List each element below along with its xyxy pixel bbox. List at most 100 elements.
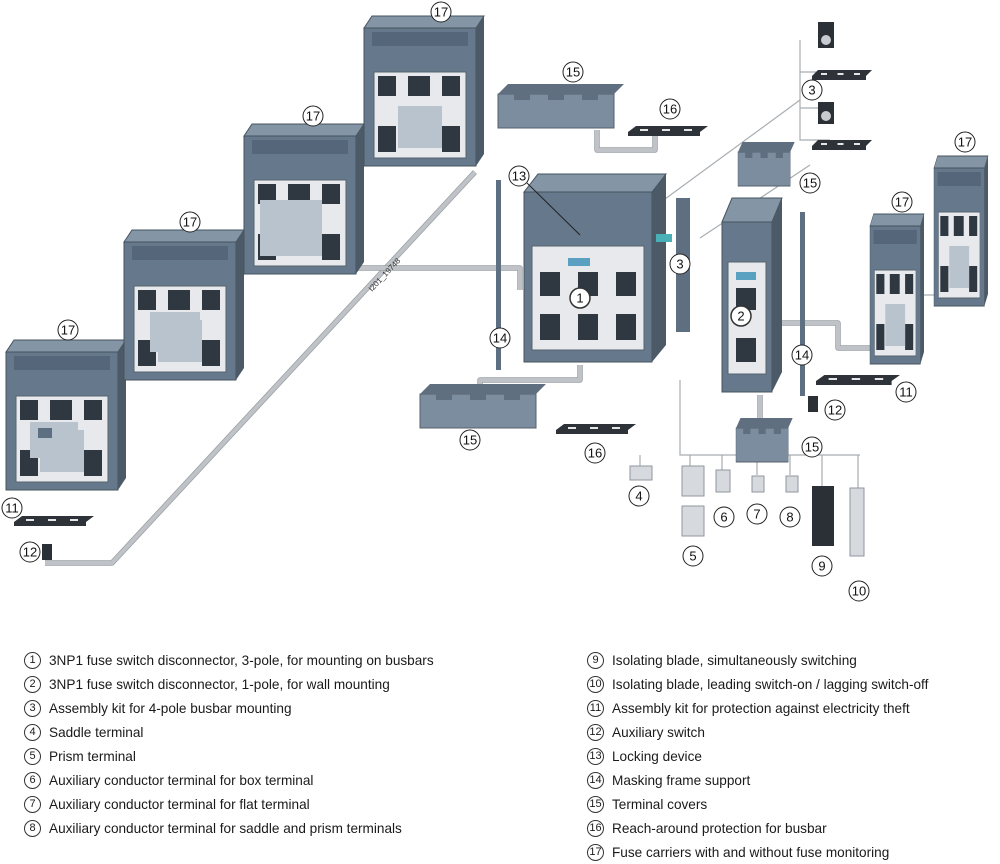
svg-text:15: 15	[805, 440, 819, 455]
svg-text:7: 7	[753, 507, 760, 522]
callout-3: 3	[669, 253, 691, 275]
legend-number: 16	[587, 819, 604, 837]
legend-text: Isolating blade, leading switch-on / lag…	[612, 676, 929, 692]
terminal-cover-d	[735, 417, 794, 463]
svg-text:16: 16	[663, 102, 677, 117]
callout-11: 11	[895, 381, 917, 403]
callout-14: 14	[489, 327, 511, 349]
svg-text:17: 17	[183, 215, 197, 230]
callout-17: 17	[57, 319, 79, 341]
terminal-cover-a	[497, 83, 625, 129]
legend-text: Auxiliary conductor terminal for box ter…	[49, 772, 314, 788]
legend-text: Fuse carriers with and without fuse moni…	[612, 844, 890, 860]
svg-text:4: 4	[635, 489, 642, 504]
legend-column-left: 1 3NP1 fuse switch disconnector, 3-pole, …	[24, 648, 434, 840]
svg-text:11: 11	[899, 385, 913, 400]
callout-17: 17	[302, 105, 324, 127]
callout-11: 11	[1, 497, 23, 519]
callout-4: 4	[628, 485, 650, 507]
legend-text: Terminal covers	[612, 796, 708, 812]
fuse-switch-3-pole	[522, 173, 668, 363]
svg-text:17: 17	[306, 109, 320, 124]
svg-text:17: 17	[958, 135, 972, 150]
product-diagram: I201_19748 17 17 17 17 17 17 15 15 15 15…	[1, 1, 989, 602]
svg-text:3: 3	[676, 257, 683, 272]
fuse-carrier-a	[5, 339, 127, 491]
callout-1: 1	[569, 287, 591, 309]
svg-text:10: 10	[852, 584, 866, 599]
legend-number: 9	[587, 651, 604, 669]
legend-item: 14 Masking frame support	[587, 768, 928, 792]
legend-text: Saddle terminal	[49, 724, 144, 740]
callout-8: 8	[779, 506, 801, 528]
callout-5: 5	[682, 545, 704, 567]
legend-text: Isolating blade, simultaneously switchin…	[612, 652, 857, 668]
svg-text:14: 14	[795, 348, 809, 363]
callout-2: 2	[730, 305, 752, 327]
legend-item: 10 Isolating blade, leading switch-on / l…	[587, 672, 928, 696]
legend-number: 2	[24, 675, 41, 693]
callout-15: 15	[799, 172, 821, 194]
callout-14: 14	[791, 344, 813, 366]
legend-number: 15	[587, 795, 604, 813]
svg-text:15: 15	[463, 433, 477, 448]
callout-17: 17	[891, 191, 913, 213]
callout-3: 3	[801, 79, 823, 101]
terminal-cover-c	[737, 141, 796, 187]
svg-text:17: 17	[61, 323, 75, 338]
callout-15: 15	[562, 61, 584, 83]
svg-text:6: 6	[720, 510, 727, 525]
svg-text:9: 9	[818, 559, 825, 574]
legend-number: 14	[587, 771, 604, 789]
fuse-carrier-c	[243, 123, 365, 275]
fuse-carrier-b	[123, 229, 245, 381]
diagram-code: I201_19748	[367, 256, 403, 293]
reach-around-protection-b	[556, 424, 636, 434]
legend-text: Prism terminal	[49, 748, 136, 764]
callout-12: 12	[19, 541, 41, 563]
masking-frame-support	[496, 180, 805, 396]
legend-number: 8	[24, 819, 41, 837]
legend-number: 6	[24, 771, 41, 789]
svg-text:17: 17	[434, 5, 448, 20]
svg-text:8: 8	[786, 510, 793, 525]
legend-text: Masking frame support	[612, 772, 751, 788]
callout-9: 9	[811, 555, 833, 577]
reach-around-protection-a	[628, 126, 708, 136]
legend-item: 1 3NP1 fuse switch disconnector, 3-pole, …	[24, 648, 434, 672]
svg-text:11: 11	[5, 501, 19, 516]
fuse-carrier-e	[869, 213, 925, 365]
legend-text: Locking device	[612, 748, 702, 764]
callout-15: 15	[801, 436, 823, 458]
svg-text:2: 2	[737, 309, 744, 324]
fuse-carrier-d	[363, 15, 485, 167]
legend-item: 9 Isolating blade, simultaneously switchi…	[587, 648, 928, 672]
svg-text:12: 12	[23, 545, 37, 560]
legend-number: 1	[24, 651, 41, 669]
svg-text:15: 15	[566, 65, 580, 80]
svg-text:5: 5	[689, 549, 696, 564]
terminal-accessories	[629, 465, 865, 557]
callout-12: 12	[824, 399, 846, 421]
legend-number: 10	[587, 675, 604, 693]
legend-number: 4	[24, 723, 41, 741]
auxiliary-switch	[42, 396, 818, 560]
legend-number: 11	[587, 699, 604, 717]
legend-item: 6 Auxiliary conductor terminal for box te…	[24, 768, 434, 792]
callout-17: 17	[179, 211, 201, 233]
legend: 1 3NP1 fuse switch disconnector, 3-pole, …	[0, 648, 1000, 863]
callout-15: 15	[459, 429, 481, 451]
legend-text: 3NP1 fuse switch disconnector, 3-pole, f…	[49, 652, 434, 668]
legend-number: 12	[587, 723, 604, 741]
svg-text:14: 14	[493, 331, 507, 346]
svg-text:13: 13	[512, 169, 526, 184]
svg-text:15: 15	[803, 176, 817, 191]
